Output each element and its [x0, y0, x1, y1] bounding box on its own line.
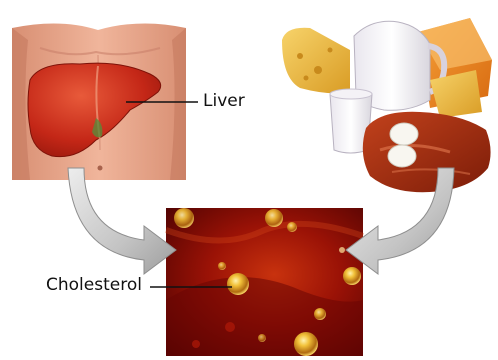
- left-curved-arrow: [68, 168, 176, 274]
- dairy-cheese-eggs-meat-photo: [282, 18, 492, 192]
- cholesterol-bubble: [218, 262, 226, 270]
- egg-icon: [388, 145, 416, 167]
- navel: [98, 166, 103, 171]
- torso-liver-illustration: [12, 23, 198, 180]
- cholesterol-bubble: [227, 273, 249, 295]
- cholesterol-bubble: [174, 208, 194, 228]
- liver-label: Liver: [203, 93, 245, 110]
- cholesterol-label: Cholesterol: [46, 277, 142, 294]
- curved-arrow-icon: [68, 168, 176, 274]
- egg-icon: [390, 123, 418, 145]
- cholesterol-bubble: [314, 308, 326, 320]
- cholesterol-bubble: [294, 332, 318, 356]
- cholesterol-bubble: [287, 222, 297, 232]
- cholesterol-bubble: [343, 267, 361, 285]
- bloodstream-cholesterol-photo: [150, 208, 363, 356]
- cheese-wedge-yellow: [282, 28, 350, 94]
- cholesterol-bubble: [265, 209, 283, 227]
- meat-icon: [363, 112, 491, 192]
- cholesterol-bubble: [258, 334, 266, 342]
